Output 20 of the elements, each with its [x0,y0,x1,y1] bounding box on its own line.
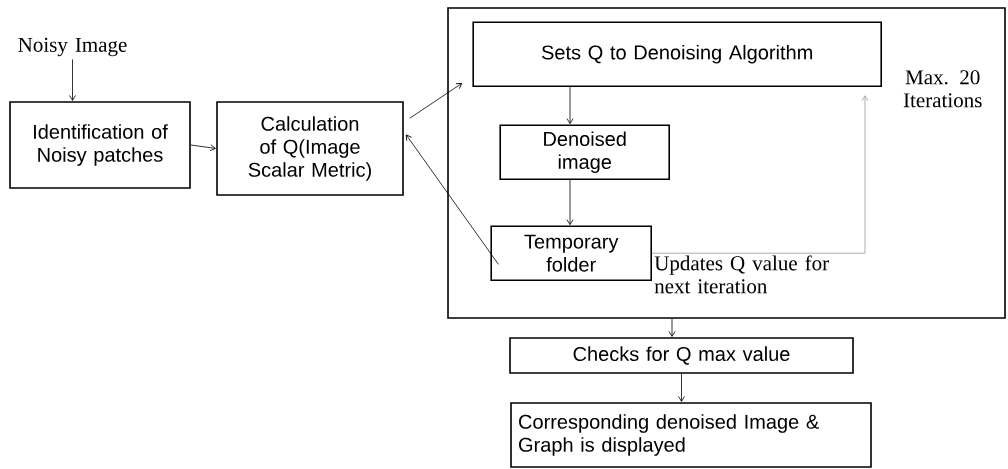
arrow [69,59,76,101]
process-box: Corresponding denoised Image & Graph is displayed [510,402,872,468]
arrow [409,83,463,119]
arrow [190,144,216,152]
process-box: Checks for Q max value [509,337,854,374]
arrow [566,179,574,226]
process-box: Temporary folder [490,225,652,281]
process-box: Sets Q to Denoising Algorithm [472,21,882,87]
process-box: Calculation of Q(Image Scalar Metric) [216,101,404,196]
loop-frame [447,7,1006,319]
arrow [566,86,574,125]
arrow [678,373,685,402]
process-box: Denoised image [499,124,670,180]
process-box: Identification of Noisy patches [9,101,191,189]
arrow [668,318,676,337]
arrow [651,95,869,254]
note-text: Max. 20 Iterations [903,70,982,108]
input-label: Noisy Image [18,37,127,57]
edge-label: Updates Q value for next iteration [654,255,829,294]
arrow [405,134,499,265]
